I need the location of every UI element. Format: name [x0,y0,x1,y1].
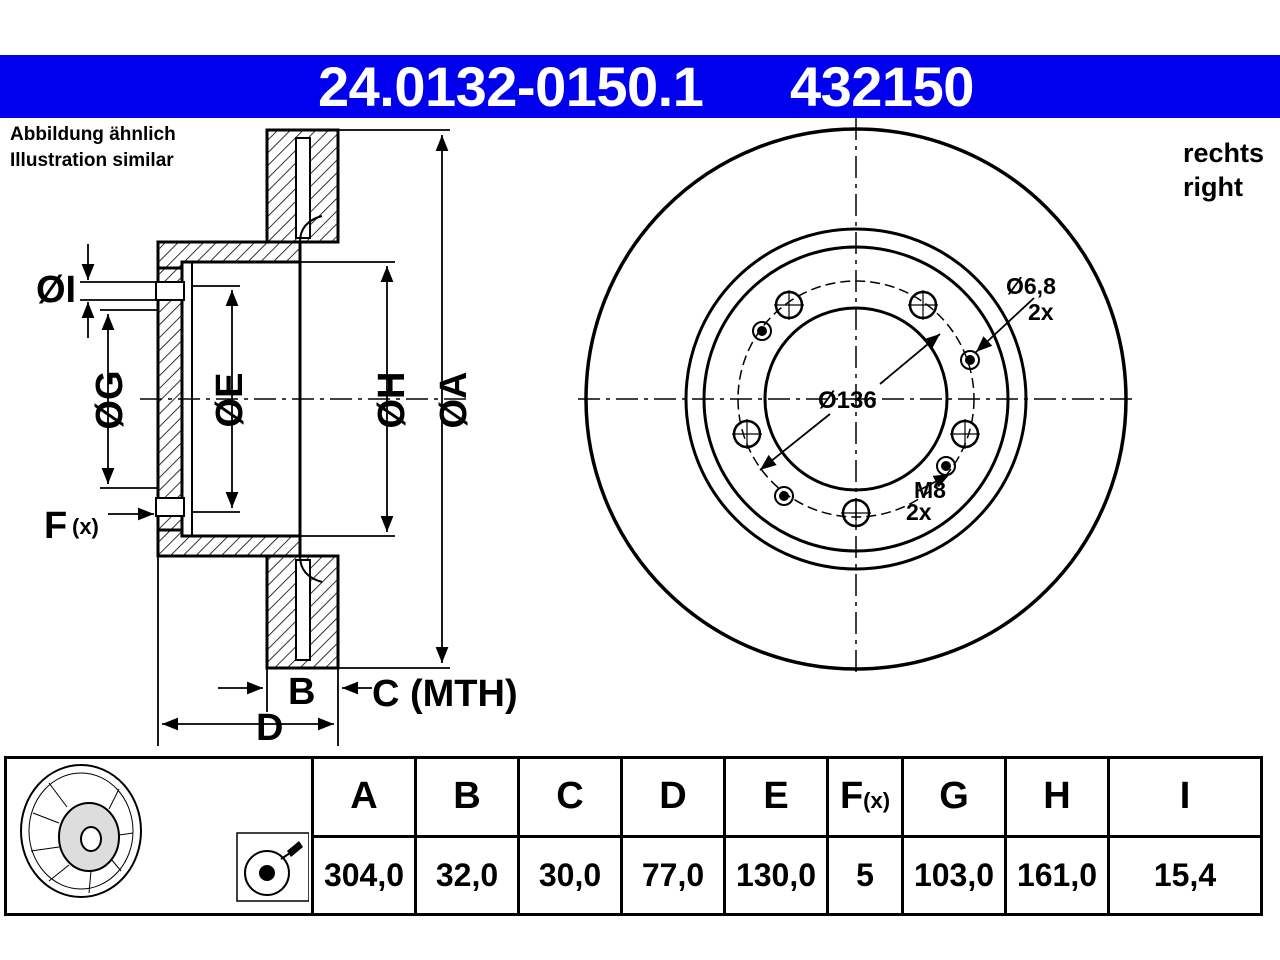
wheel-bolt-holes [732,290,980,528]
header-I: I [1107,756,1263,838]
bolt-hole-bottom [155,497,185,517]
label-A: ØA [433,372,475,429]
side-label-de: rechts [1183,138,1265,168]
value-A: 304,0 [311,834,417,916]
disc-outer-edge [584,127,1128,671]
header-F-main: F [839,775,864,818]
side-label: rechts right [1183,136,1264,204]
illustration-note-de: Abbildung ähnlich [10,124,176,145]
value-D: 77,0 [620,834,726,916]
label-hole-small: Ø6,8 [1006,273,1056,299]
value-B: 32,0 [414,834,520,916]
aux-holes [752,321,980,506]
side-label-en: right [1183,172,1243,202]
value-C: 30,0 [517,834,623,916]
header-A: A [311,756,417,838]
value-I: 15,4 [1107,834,1263,916]
reference-number: 432150 [790,55,974,118]
label-B: B [288,671,315,713]
specs-table: A B C D E F(x) G H I 304,0 32,0 30,0 77,… [4,756,1263,916]
header-bar [0,55,1280,118]
specs-value-row: 304,0 32,0 30,0 77,0 130,0 5 103,0 161,0… [6,834,1263,916]
friction-inner-edge [684,227,1028,571]
brake-disc-icon [20,764,310,902]
label-H: ØH [371,372,413,429]
header-D: D [620,756,726,838]
header-F-sub: (x) [863,788,891,814]
header-H: H [1004,756,1110,838]
label-D: D [256,707,283,749]
label-E: ØE [209,373,251,428]
icon-cell [4,756,314,916]
dimension-lines [80,129,450,746]
hat-wall-top [156,240,302,270]
illustration-note-en: Illustration similar [10,150,174,171]
header-G: G [901,756,1007,838]
label-hole-small-count: 2x [1028,299,1054,325]
illustration-note: Abbildung ähnlich Illustration similar [10,122,176,174]
label-G: ØG [89,370,131,429]
label-I: ØI [36,269,76,311]
vent-channel-bottom [295,559,311,661]
value-G: 103,0 [901,834,1007,916]
leader-lines [759,297,1035,493]
label-thread: M8 [914,477,946,503]
no-paint-spray-icon [236,832,310,902]
part-number: 24.0132-0150.1 [318,55,704,118]
header-C: C [517,756,623,838]
center-bore [763,306,949,492]
value-F: 5 [826,834,904,916]
header-E: E [723,756,829,838]
technical-drawing: ØA ØH ØE ØG ØI F (x) B C (MTH) D [36,118,1136,749]
front-view [578,118,1136,678]
label-bore: Ø136 [818,387,877,414]
label-F-sub: (x) [72,514,99,539]
label-F: F [44,505,67,547]
header-F: F(x) [826,756,904,838]
hat-outer-edge [702,245,1010,553]
vent-channel-top [295,137,311,239]
label-C: C (MTH) [372,673,518,715]
label-thread-count: 2x [906,499,932,525]
value-H: 161,0 [1004,834,1110,916]
specs-header-row: A B C D E F(x) G H I [4,756,1263,916]
header-B: B [414,756,520,838]
value-E: 130,0 [723,834,829,916]
hat-wall-bottom [156,528,302,558]
bolt-hole-top [155,281,185,301]
